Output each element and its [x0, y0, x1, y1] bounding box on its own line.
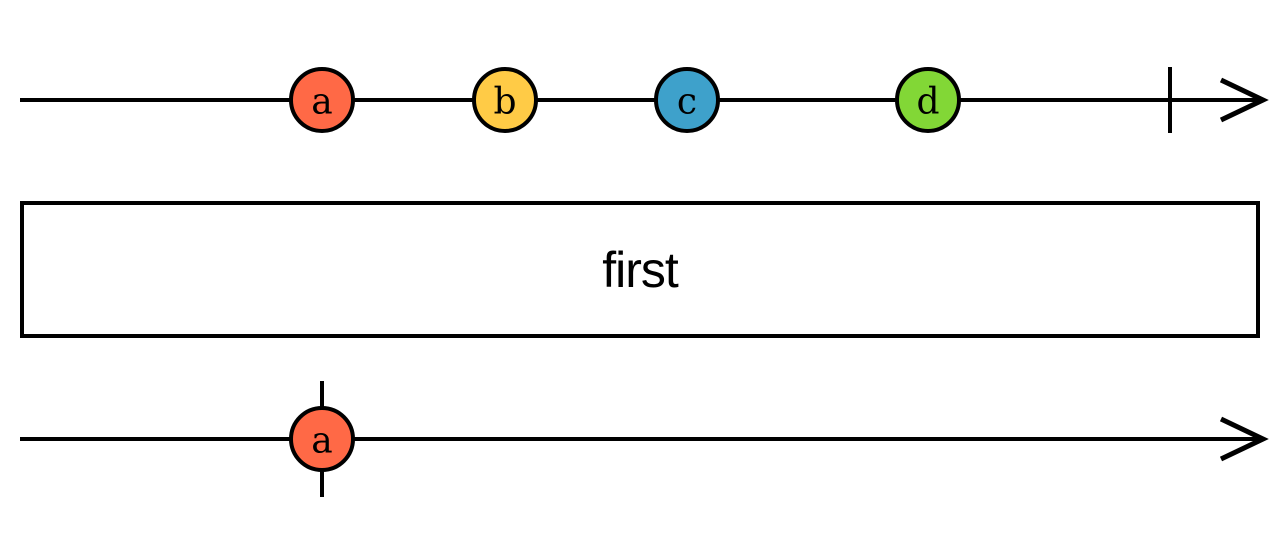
arrowhead-icon: [1219, 77, 1269, 123]
marble-label: a: [311, 82, 332, 123]
marble-a: [289, 406, 355, 472]
output-stream: a: [20, 381, 1269, 497]
marble-c[interactable]: [654, 67, 720, 133]
marble-label: d: [916, 82, 939, 123]
marble-label: b: [493, 82, 516, 123]
marble-a[interactable]: [289, 67, 355, 133]
marble-d[interactable]: [895, 67, 961, 133]
arrowhead-icon: [1219, 416, 1269, 462]
marble-label: c: [677, 82, 697, 123]
operator-label: first: [602, 241, 679, 298]
marble-b[interactable]: [472, 67, 538, 133]
operator-box: first: [20, 201, 1260, 338]
input-stream: a b c d: [20, 67, 1269, 133]
marble-label: a: [311, 421, 332, 462]
